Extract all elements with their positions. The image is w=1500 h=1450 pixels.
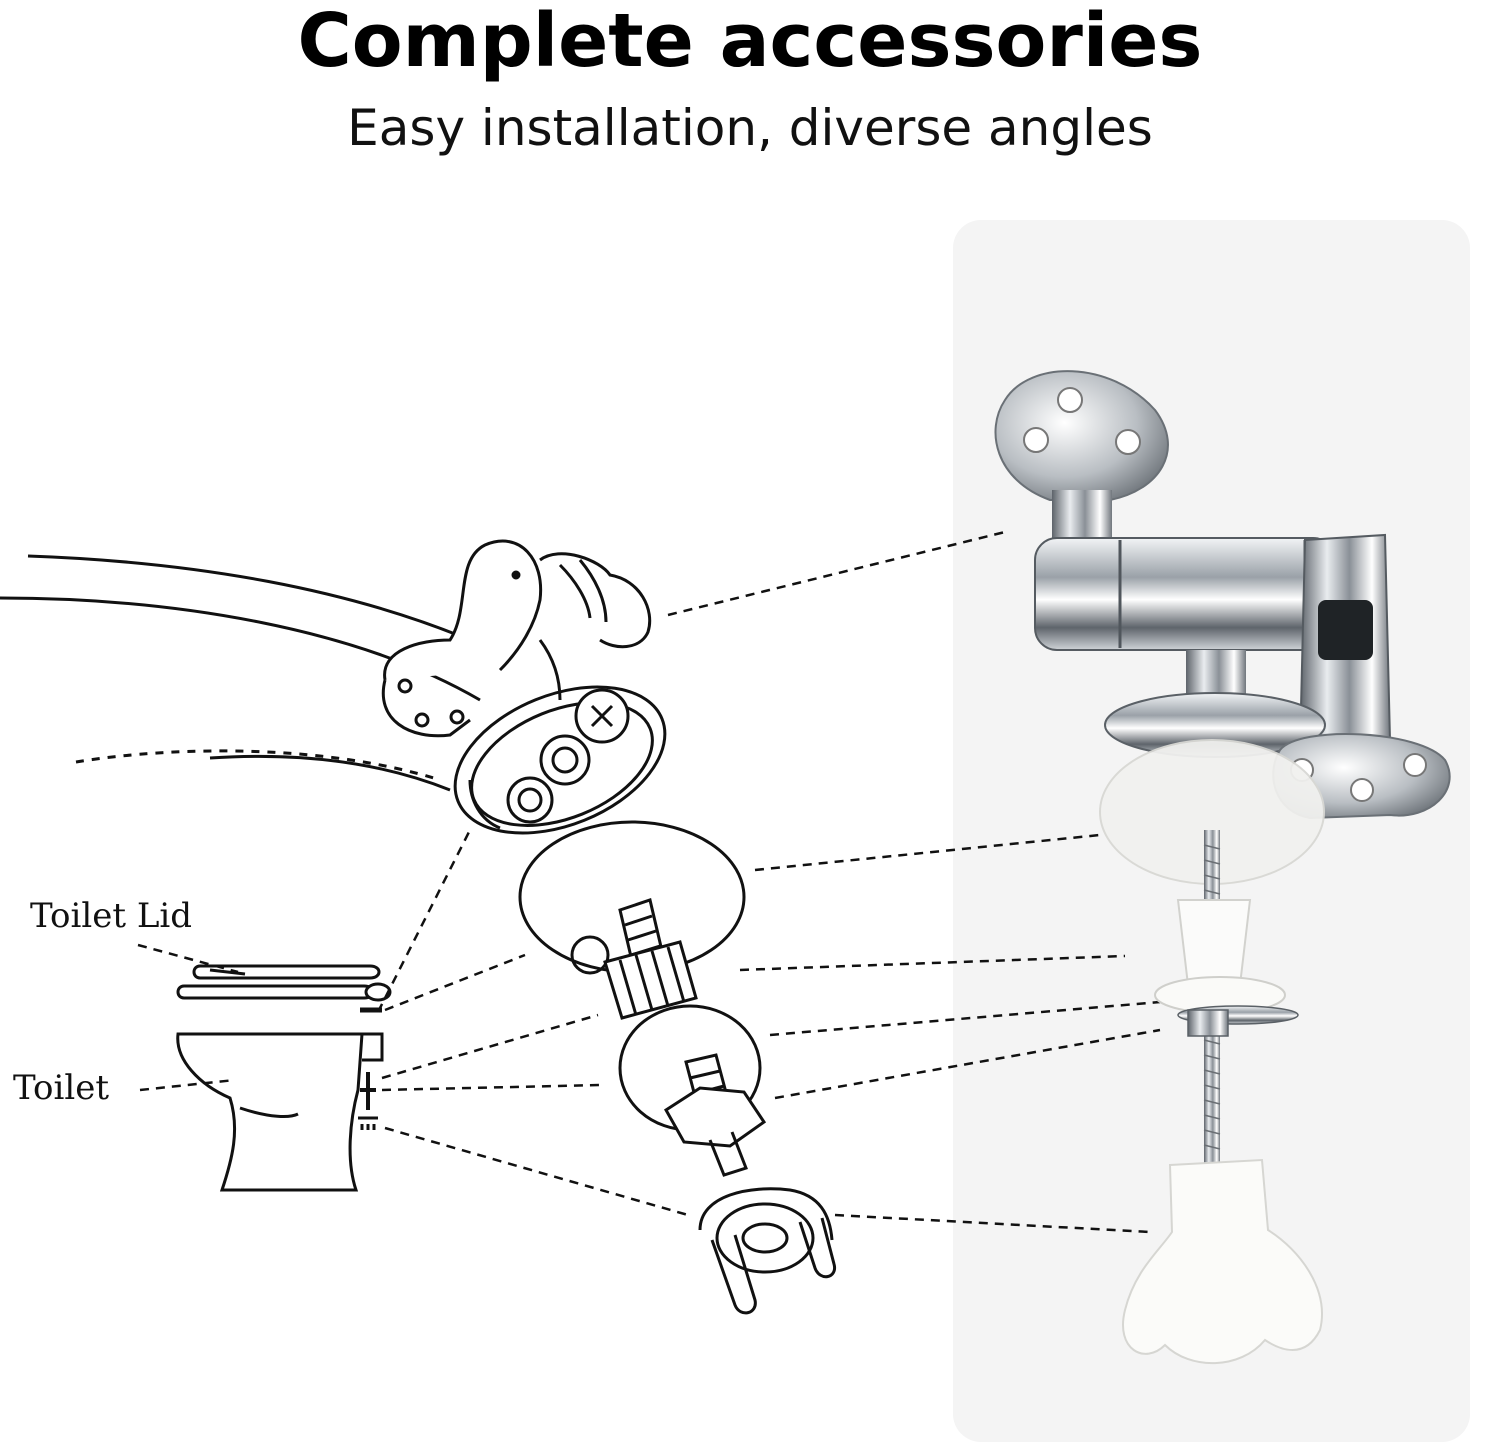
connector-lines [137,530,1161,1234]
hinge-line-art [0,539,837,1315]
toilet-label: Toilet [13,1068,110,1108]
toilet-lid-label: Toilet Lid [30,896,193,936]
hinge-product-photo [994,370,1451,1365]
page-subtitle: Easy installation, diverse angles [347,99,1153,157]
page-title: Complete accessories [297,0,1203,84]
